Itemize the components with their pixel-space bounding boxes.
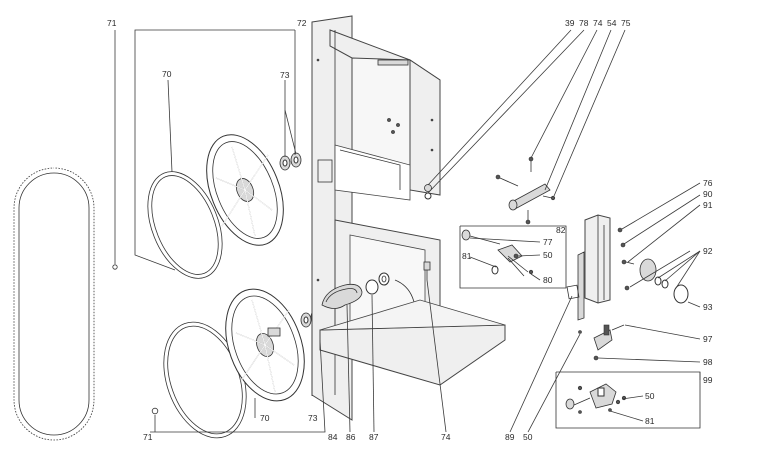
upper-wheel <box>206 134 284 246</box>
label-73-top: 73 <box>280 70 290 80</box>
label-71-bottom: 71 <box>143 432 153 442</box>
main-frame <box>311 15 506 421</box>
label-81-lower: 81 <box>645 416 655 426</box>
label-50-lower: 50 <box>645 391 655 401</box>
label-81-upper: 81 <box>462 251 472 261</box>
label-74-top: 74 <box>593 18 603 28</box>
label-92: 92 <box>703 246 713 256</box>
label-91: 91 <box>703 200 713 210</box>
label-76: 76 <box>703 178 713 188</box>
label-50-bottom: 50 <box>523 432 533 442</box>
label-74-bottom: 74 <box>441 432 451 442</box>
label-70-top: 70 <box>162 69 172 79</box>
label-82: 82 <box>556 225 566 235</box>
label-97: 97 <box>703 334 713 344</box>
upper-bearings <box>279 152 302 171</box>
guide-rod-assembly <box>424 156 556 225</box>
label-98: 98 <box>703 357 713 367</box>
callout-labels: 71 72 70 73 39 78 74 54 75 76 90 91 92 9… <box>107 18 713 442</box>
label-39: 39 <box>565 18 575 28</box>
lower-guide-box <box>555 371 701 429</box>
pulley-rings <box>365 272 390 295</box>
small-parts <box>578 324 625 361</box>
label-75: 75 <box>621 18 631 28</box>
fence-post-assembly <box>566 214 689 321</box>
label-99: 99 <box>703 375 713 385</box>
upper-tyre <box>147 171 223 279</box>
retaining-rings <box>112 264 159 415</box>
label-89: 89 <box>505 432 515 442</box>
label-77: 77 <box>543 237 553 247</box>
label-86: 86 <box>346 432 356 442</box>
label-90: 90 <box>703 189 713 199</box>
label-50-upper: 50 <box>543 250 553 260</box>
label-84: 84 <box>328 432 338 442</box>
label-54: 54 <box>607 18 617 28</box>
label-87: 87 <box>369 432 379 442</box>
blade-guide-box <box>459 225 567 289</box>
frame-screw <box>423 261 431 280</box>
label-71-top: 71 <box>107 18 117 28</box>
label-73-bottom: 73 <box>308 413 318 423</box>
drive-belt <box>321 283 363 309</box>
saw-blade <box>13 167 95 441</box>
label-93: 93 <box>703 302 713 312</box>
leader-lines <box>114 29 701 433</box>
lower-wheel <box>225 288 305 402</box>
label-70-bottom: 70 <box>260 413 270 423</box>
label-72: 72 <box>297 18 307 28</box>
label-80: 80 <box>543 275 553 285</box>
label-78: 78 <box>579 18 589 28</box>
